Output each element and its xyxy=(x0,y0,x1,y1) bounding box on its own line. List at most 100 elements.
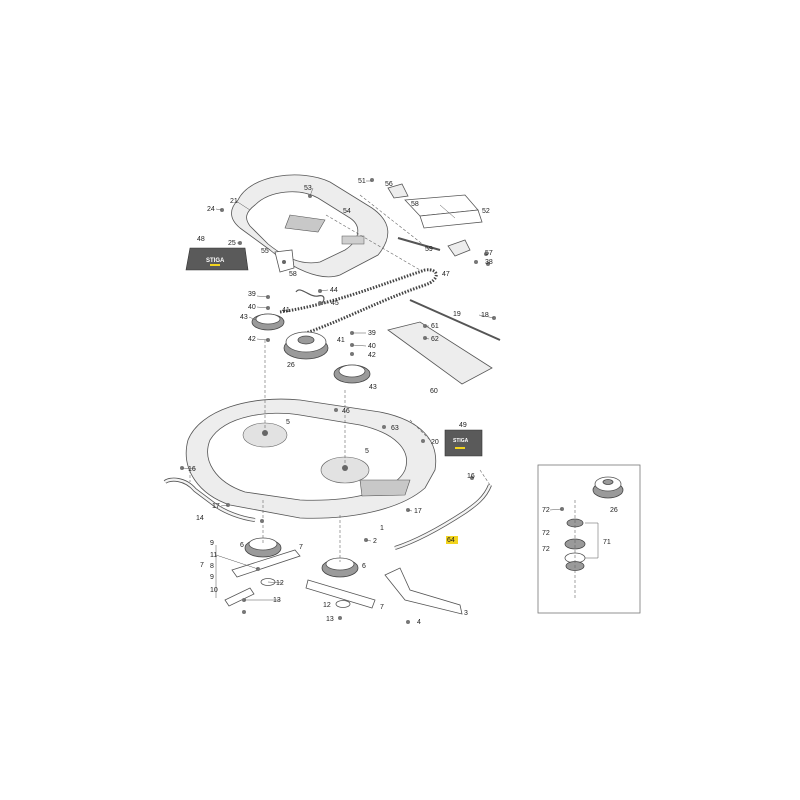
label-45: 45 xyxy=(331,300,339,307)
label-25: 25 xyxy=(228,240,236,247)
label-14: 14 xyxy=(196,515,204,522)
label-59: 59 xyxy=(425,246,433,253)
label-18: 18 xyxy=(481,312,489,319)
label-62: 62 xyxy=(431,336,439,343)
rod-59 xyxy=(397,237,441,251)
plate-60 xyxy=(387,321,493,385)
cover-hood xyxy=(231,174,431,278)
label-20: 20 xyxy=(431,439,439,446)
label-19: 19 xyxy=(453,311,461,318)
label-44: 44 xyxy=(330,287,338,294)
label-53: 53 xyxy=(304,185,312,192)
blade-lower-left xyxy=(224,587,255,607)
label-40: 40 xyxy=(248,304,256,311)
label-5: 5 xyxy=(286,419,290,426)
label-10: 10 xyxy=(210,587,218,594)
inset-detail xyxy=(537,464,641,614)
label-58: 58 xyxy=(289,271,297,278)
bracket-52 xyxy=(404,194,483,229)
label-40b: 40 xyxy=(368,343,376,350)
label-9b: 9 xyxy=(210,574,214,581)
label-52: 52 xyxy=(482,208,490,215)
label-11: 11 xyxy=(210,552,217,559)
label-5b: 5 xyxy=(365,448,369,455)
label-57: 57 xyxy=(485,250,493,257)
label-39: 39 xyxy=(248,291,256,298)
rod-19 xyxy=(409,299,501,341)
leader-lines xyxy=(181,180,563,601)
label-2: 2 xyxy=(373,538,377,545)
label-12: 12 xyxy=(276,580,284,587)
label-17b: 17 xyxy=(414,508,422,515)
bracket-3 xyxy=(384,567,463,615)
label-56: 56 xyxy=(385,181,393,188)
label-21: 21 xyxy=(230,198,238,205)
label-38: 38 xyxy=(485,259,493,266)
label-43b: 43 xyxy=(369,384,377,391)
blade-holder-left xyxy=(244,537,282,558)
pulley-43 xyxy=(333,364,371,384)
highlight-64 xyxy=(446,536,458,544)
label-72b: 72 xyxy=(542,530,550,537)
label-42: 42 xyxy=(248,336,256,343)
label-6: 6 xyxy=(240,542,244,549)
guard-64 xyxy=(394,484,492,550)
blade-left xyxy=(231,549,301,578)
decal-49: STIGA xyxy=(444,429,483,457)
label-24: 24 xyxy=(207,206,215,213)
label-51: 51 xyxy=(358,178,366,185)
label-48: 48 xyxy=(197,236,205,243)
label-58b: 58 xyxy=(411,201,419,208)
label-55: 55 xyxy=(261,248,269,255)
label-7b: 7 xyxy=(299,544,303,551)
decal-49-logo: STIGA xyxy=(453,438,469,444)
guard-14 xyxy=(163,477,256,522)
bracket-55 xyxy=(274,249,295,273)
pulley-41 xyxy=(251,313,285,331)
part-57 xyxy=(447,239,471,257)
label-64: 64 xyxy=(447,537,455,544)
label-71: 71 xyxy=(603,539,611,546)
label-42b: 42 xyxy=(368,352,376,359)
decal-48-logo: STIGA xyxy=(206,258,225,264)
cutting-deck xyxy=(186,398,437,519)
label-61: 61 xyxy=(431,323,439,330)
label-72c: 72 xyxy=(542,546,550,553)
part-56 xyxy=(387,183,409,199)
label-41b: 41 xyxy=(337,337,345,344)
label-6b: 6 xyxy=(362,563,366,570)
label-13b: 13 xyxy=(326,616,334,623)
label-13: 13 xyxy=(273,597,281,604)
label-17: 17 xyxy=(212,503,220,510)
label-60: 60 xyxy=(430,388,438,395)
blade-holder-right xyxy=(321,557,359,578)
label-46: 46 xyxy=(342,408,350,415)
label-39b: 39 xyxy=(368,330,376,337)
label-4: 4 xyxy=(417,619,421,626)
callout-labels: 51 53 54 21 24 25 48 55 58 56 58 52 59 5… xyxy=(188,178,618,626)
label-47: 47 xyxy=(442,271,450,278)
label-7c: 7 xyxy=(380,604,384,611)
label-63: 63 xyxy=(391,425,399,432)
label-12b: 12 xyxy=(323,602,331,609)
label-16b: 16 xyxy=(467,473,475,480)
pulley-26 xyxy=(283,331,329,360)
label-43: 43 xyxy=(240,314,248,321)
label-72: 72 xyxy=(542,507,550,514)
label-8: 8 xyxy=(210,563,214,570)
label-41: 41 xyxy=(282,307,290,314)
label-26b: 26 xyxy=(610,507,618,514)
label-9: 9 xyxy=(210,540,214,547)
cable-44 xyxy=(295,289,325,306)
label-49: 49 xyxy=(459,422,467,429)
label-3: 3 xyxy=(464,610,468,617)
label-26: 26 xyxy=(287,362,295,369)
label-7: 7 xyxy=(200,562,204,569)
label-1: 1 xyxy=(380,525,384,532)
decal-48: STIGA xyxy=(185,247,249,271)
blade-right xyxy=(305,579,376,609)
label-54: 54 xyxy=(343,208,351,215)
label-16: 16 xyxy=(188,466,196,473)
